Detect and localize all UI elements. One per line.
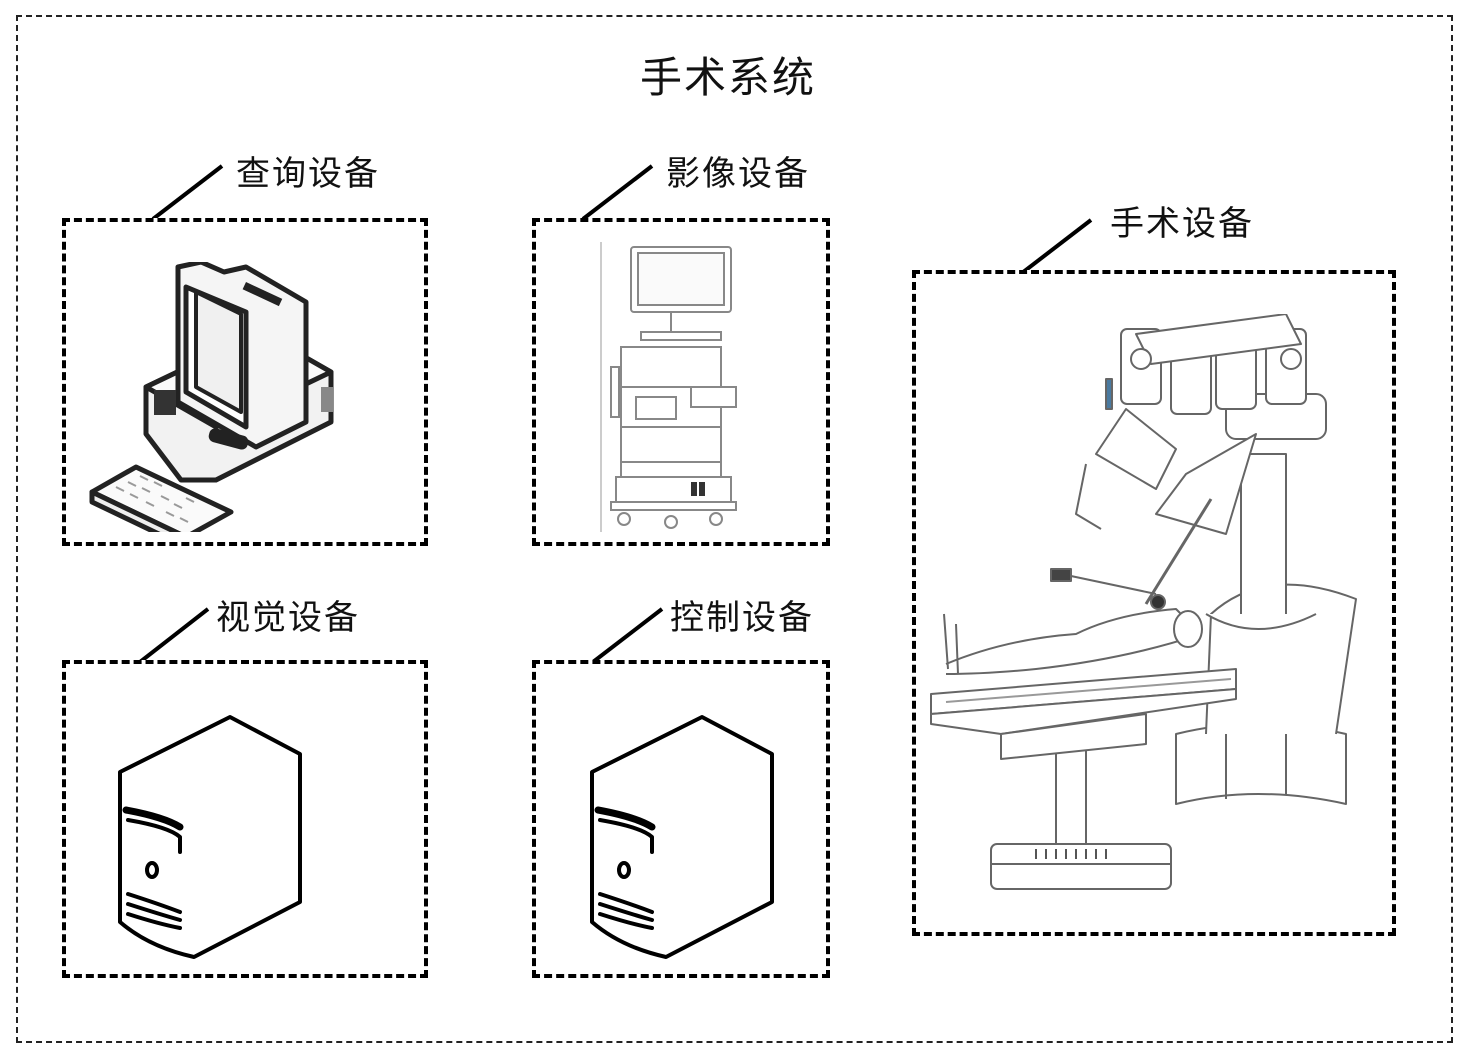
imaging-cart-icon xyxy=(600,242,737,532)
surgical-system-boundary xyxy=(16,15,1453,1043)
server-tower-icon xyxy=(590,715,774,959)
surgical-device-label: 手术设备 xyxy=(1110,204,1254,244)
vision-device-label: 视觉设备 xyxy=(216,598,360,638)
leader-line-surgical xyxy=(1020,218,1093,275)
server-tower-icon xyxy=(118,715,302,959)
vision-device-box xyxy=(62,660,428,978)
leader-line-query xyxy=(151,164,224,221)
control-device-label: 控制设备 xyxy=(670,598,814,638)
imaging-device-label: 影像设备 xyxy=(666,154,810,194)
diagram-title: 手术系统 xyxy=(640,53,817,102)
leader-line-control xyxy=(591,607,664,664)
imaging-device-box xyxy=(532,218,830,546)
query-device-label: 查询设备 xyxy=(236,154,380,194)
query-device-box xyxy=(62,218,428,546)
leader-line-vision xyxy=(138,607,210,664)
surgical-device-box xyxy=(912,270,1396,936)
control-device-box xyxy=(532,660,830,978)
leader-line-imaging xyxy=(581,164,654,221)
desktop-computer-icon xyxy=(89,262,334,532)
surgical-robot-icon xyxy=(930,314,1357,890)
